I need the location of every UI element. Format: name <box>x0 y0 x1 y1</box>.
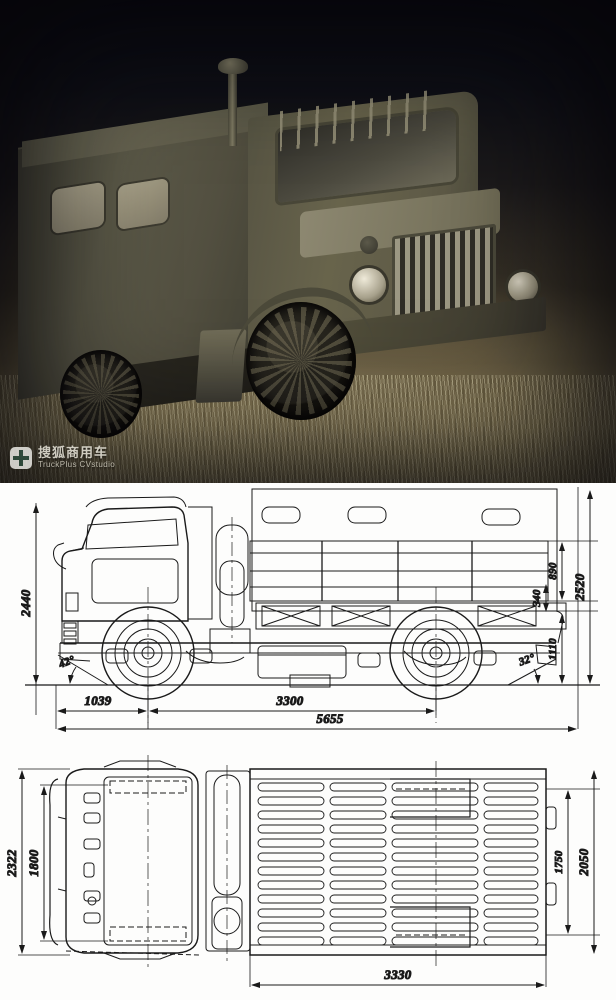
dim-front-overhang: 1039 <box>84 693 111 708</box>
dim-cab-roof-height: 2520 <box>572 573 587 601</box>
dim-overall-length: 5655 <box>316 711 343 726</box>
watermark-chinese-label: 搜狐商用车 <box>38 445 109 461</box>
dim-bed-floor-drop: 340 <box>531 589 543 608</box>
dim-bed-outer-width: 2050 <box>576 848 591 876</box>
watermark: 搜狐商用车 TruckPlus CVstudio <box>10 447 115 469</box>
watermark-text-block: 搜狐商用车 TruckPlus CVstudio <box>38 447 115 469</box>
side-elevation-drawing: 2440 890 340 1110 2520 1039 <box>18 487 600 732</box>
truck-photograph: 搜狐商用车 TruckPlus CVstudio <box>0 0 616 483</box>
plan-view-drawing: 2322 1800 1750 2050 3330 <box>4 755 600 988</box>
dim-bed-inner-width: 1750 <box>553 850 565 873</box>
watermark-latin-label: TruckPlus CVstudio <box>38 459 116 469</box>
dim-frame-height: 1110 <box>547 638 559 660</box>
dim-departure-angle: 32° <box>516 652 537 669</box>
dim-wheelbase: 3300 <box>275 693 303 708</box>
cross-badge-icon <box>10 446 32 469</box>
dim-overall-height: 2440 <box>18 589 33 617</box>
dim-bed-side-height: 890 <box>547 562 559 580</box>
technical-drawings-panel: 2440 890 340 1110 2520 1039 <box>0 483 616 1000</box>
photo-sepia-tint <box>0 0 616 483</box>
dim-overall-width: 2322 <box>4 849 19 877</box>
blueprint-svg: 2440 890 340 1110 2520 1039 <box>4 487 600 988</box>
dim-bed-length: 3330 <box>383 967 411 982</box>
dim-track-width: 1800 <box>26 849 41 876</box>
